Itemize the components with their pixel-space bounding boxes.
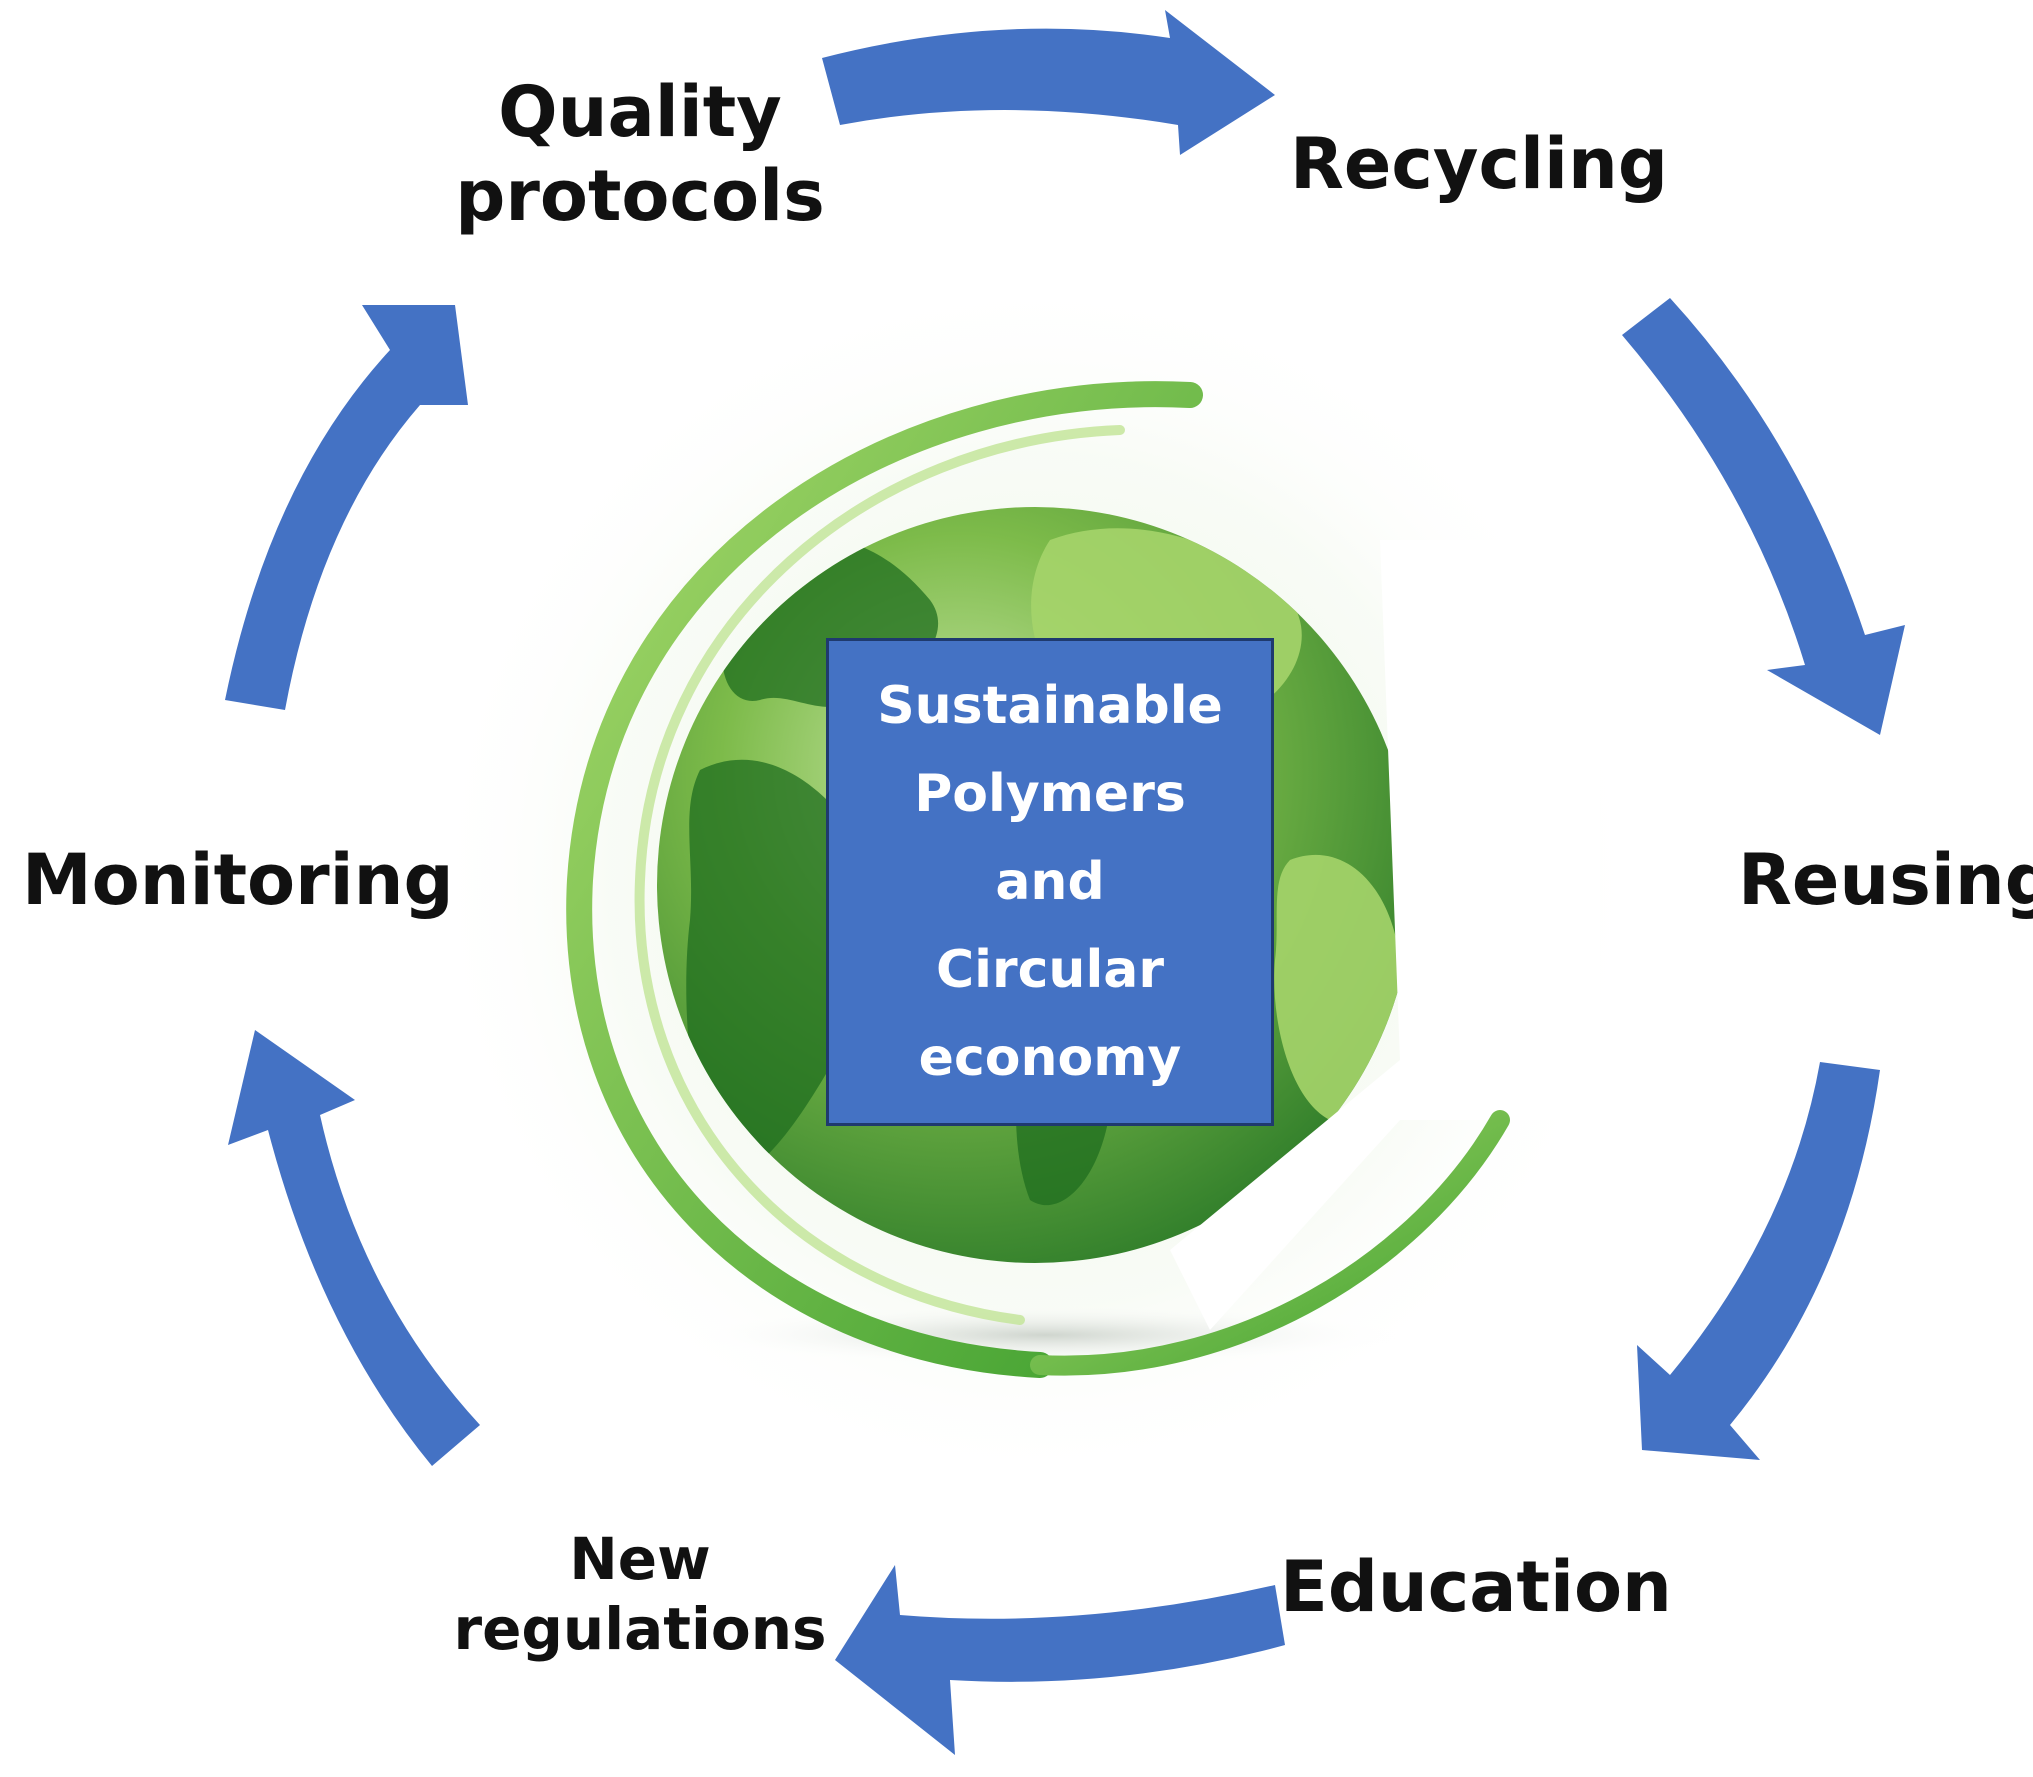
node-recycling-line-1: Recycling	[1290, 123, 1668, 205]
center-line-4: Circular	[935, 940, 1165, 1000]
arrow-quality-to-recycling	[822, 10, 1275, 155]
center-line-3: and	[995, 852, 1105, 912]
arrow-new-regulations-to-monitoring	[228, 1030, 480, 1466]
cycle-arrows	[225, 10, 1905, 1755]
arrow-monitoring-to-quality	[225, 305, 468, 710]
node-quality-protocols-line-2: protocols	[455, 155, 825, 237]
node-recycling: Recycling	[1290, 122, 1668, 206]
node-education: Education	[1280, 1545, 1672, 1629]
arrow-recycling-to-reusing	[1622, 298, 1905, 735]
node-quality-protocols-line-1: Quality	[498, 71, 782, 153]
node-education-line-1: Education	[1280, 1546, 1672, 1628]
node-new-regulations: New regulations	[445, 1525, 835, 1664]
center-line-5: economy	[918, 1028, 1182, 1088]
node-monitoring-line-1: Monitoring	[22, 839, 454, 921]
arrow-reusing-to-education	[1637, 1062, 1880, 1460]
center-box: Sustainable Polymers and Circular econom…	[826, 638, 1274, 1126]
node-reusing-line-1: Reusing	[1738, 839, 2033, 921]
arrow-education-to-new-regulations	[835, 1565, 1285, 1755]
node-new-regulations-line-2: regulations	[453, 1594, 827, 1663]
node-quality-protocols: Quality protocols	[440, 70, 840, 238]
node-new-regulations-line-1: New	[569, 1525, 711, 1593]
node-monitoring: Monitoring	[22, 838, 454, 922]
swirl-icon	[566, 381, 1510, 1378]
node-reusing: Reusing	[1738, 838, 2033, 922]
center-line-2: Polymers	[914, 764, 1186, 824]
center-line-1: Sustainable	[877, 676, 1223, 736]
